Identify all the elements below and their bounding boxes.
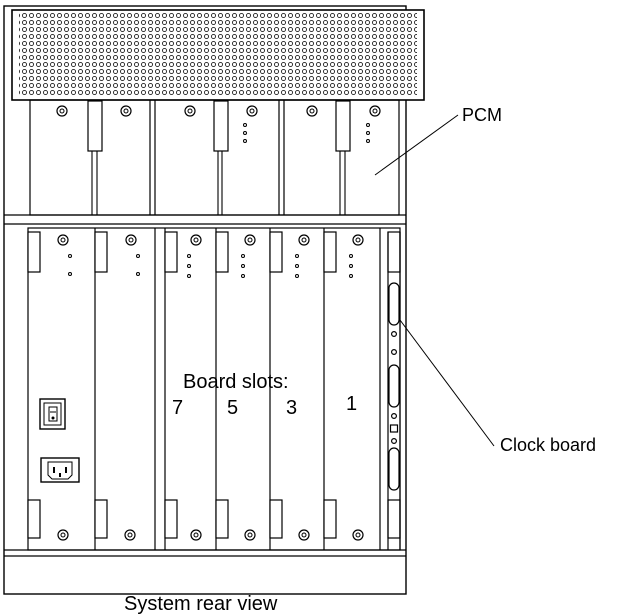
clock-board-leader-line bbox=[399, 319, 495, 447]
screw bbox=[184, 105, 196, 117]
screw bbox=[193, 532, 199, 538]
led-dot bbox=[366, 123, 370, 127]
screw bbox=[59, 108, 65, 114]
screw bbox=[247, 237, 253, 243]
screw bbox=[244, 234, 256, 246]
clock-board-rail bbox=[387, 231, 401, 550]
screw bbox=[123, 108, 129, 114]
led-dot bbox=[349, 264, 353, 268]
power-switch-icon bbox=[39, 398, 66, 430]
screw bbox=[127, 532, 133, 538]
screw bbox=[124, 529, 136, 541]
led-dot bbox=[68, 272, 72, 276]
led-dot bbox=[241, 254, 245, 258]
led-dot bbox=[295, 274, 299, 278]
led-dot bbox=[366, 131, 370, 135]
card-ejector bbox=[269, 231, 283, 273]
led-dot bbox=[349, 274, 353, 278]
led-dot bbox=[349, 254, 353, 258]
led-dot bbox=[295, 264, 299, 268]
slot-number-3: 3 bbox=[286, 397, 298, 419]
led-dot bbox=[243, 123, 247, 127]
screw bbox=[56, 105, 68, 117]
led-dot bbox=[243, 131, 247, 135]
led-dot bbox=[241, 274, 245, 278]
led-dot bbox=[68, 254, 72, 258]
led-dot bbox=[295, 254, 299, 258]
led-dot bbox=[187, 254, 191, 258]
card-ejector bbox=[215, 499, 229, 539]
screw bbox=[120, 105, 132, 117]
screw bbox=[60, 532, 66, 538]
pcm-handle bbox=[87, 100, 103, 152]
card-ejector bbox=[269, 499, 283, 539]
divider-band bbox=[4, 214, 406, 225]
led-dot bbox=[187, 264, 191, 268]
card-ejector bbox=[164, 499, 178, 539]
screw bbox=[193, 237, 199, 243]
vent-grille bbox=[11, 9, 425, 101]
card-ejector bbox=[164, 231, 178, 273]
pcm-leader-line bbox=[374, 114, 459, 176]
chassis-outline bbox=[3, 5, 407, 595]
screw bbox=[187, 108, 193, 114]
screw bbox=[190, 529, 202, 541]
card-ejector bbox=[94, 499, 108, 539]
led-dot bbox=[241, 264, 245, 268]
screw bbox=[372, 108, 378, 114]
card-ejector bbox=[27, 231, 41, 273]
screw bbox=[306, 105, 318, 117]
pcm-handle bbox=[335, 100, 351, 152]
led-dot bbox=[136, 254, 140, 258]
led-dot bbox=[187, 274, 191, 278]
screw bbox=[355, 237, 361, 243]
pcm-handle bbox=[213, 100, 229, 152]
card-ejector bbox=[215, 231, 229, 273]
screw bbox=[125, 234, 137, 246]
card-ejector bbox=[94, 231, 108, 273]
screw bbox=[57, 234, 69, 246]
screw bbox=[247, 532, 253, 538]
screw bbox=[309, 108, 315, 114]
led-dot bbox=[366, 139, 370, 143]
slot-number-1: 1 bbox=[346, 393, 358, 415]
screw bbox=[60, 237, 66, 243]
led-dot bbox=[136, 272, 140, 276]
screw bbox=[301, 532, 307, 538]
screw bbox=[352, 529, 364, 541]
figure-caption: System rear view bbox=[124, 593, 278, 615]
screw bbox=[190, 234, 202, 246]
slot-number-5: 5 bbox=[227, 397, 239, 419]
screw bbox=[355, 532, 361, 538]
pcm-units bbox=[56, 100, 381, 215]
card-ejector bbox=[323, 231, 337, 273]
slot-number-7: 7 bbox=[172, 397, 184, 419]
screw bbox=[369, 105, 381, 117]
screw bbox=[57, 529, 69, 541]
screw bbox=[298, 529, 310, 541]
board-cards bbox=[27, 228, 381, 550]
card-ejector bbox=[323, 499, 337, 539]
screw bbox=[249, 108, 255, 114]
ac-power-inlet-icon bbox=[40, 457, 80, 483]
screw bbox=[352, 234, 364, 246]
screw bbox=[244, 529, 256, 541]
board-slots-label: Board slots: bbox=[183, 371, 289, 393]
screw bbox=[301, 237, 307, 243]
screw bbox=[246, 105, 258, 117]
pcm-label: PCM bbox=[462, 105, 502, 125]
screw bbox=[128, 237, 134, 243]
lower-band bbox=[4, 549, 406, 557]
led-dot bbox=[243, 139, 247, 143]
screw bbox=[298, 234, 310, 246]
clock-board-label: Clock board bbox=[500, 435, 597, 455]
card-ejector bbox=[27, 499, 41, 539]
